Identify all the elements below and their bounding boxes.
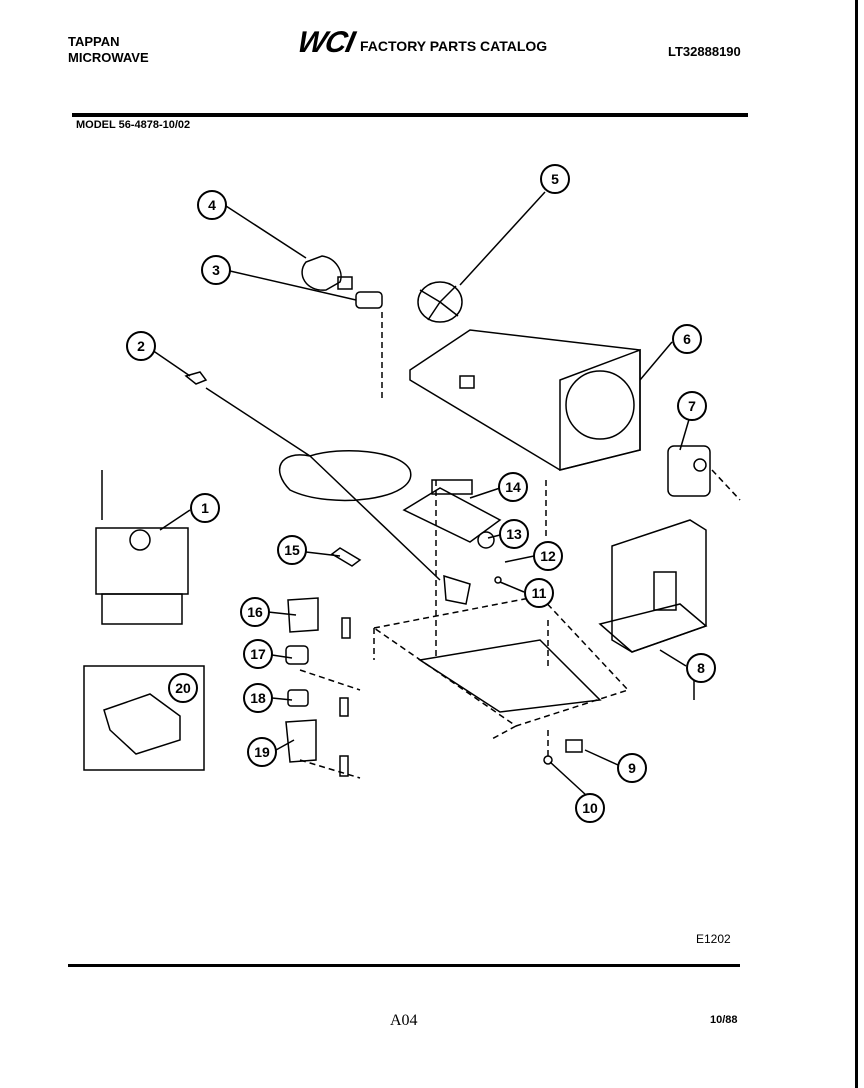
leader-8	[659, 649, 687, 667]
capacitor-part	[402, 487, 502, 543]
light-bulb-part	[301, 255, 342, 291]
callout-15: 15	[277, 535, 307, 565]
callout-6-label: 6	[683, 331, 691, 347]
callout-11-label: 11	[532, 585, 547, 601]
callout-9-label: 9	[628, 760, 636, 776]
leader-9	[584, 749, 619, 766]
leader-6	[639, 341, 673, 381]
callout-9: 9	[617, 753, 647, 783]
fan-blade-part	[417, 281, 463, 323]
magnetron-part	[95, 527, 189, 595]
callout-8: 8	[686, 653, 716, 683]
leader-14	[469, 487, 501, 499]
bulb-base	[337, 276, 353, 290]
brand-line-1: TAPPAN	[68, 34, 120, 49]
callout-14: 14	[498, 472, 528, 502]
leader-10	[549, 761, 587, 796]
callout-1-label: 1	[201, 500, 209, 516]
leader-16	[267, 611, 297, 616]
power-cord-part	[205, 387, 441, 581]
diagram-code: E1202	[696, 932, 731, 946]
callout-5-label: 5	[551, 171, 559, 187]
catalog-title: FACTORY PARTS CATALOG	[360, 38, 548, 54]
model-number: MODEL 56-4878-10/02	[76, 119, 191, 131]
callout-19: 19	[247, 737, 277, 767]
power-cord-plug	[184, 371, 208, 385]
page-code: A04	[390, 1012, 418, 1029]
clip-15-part	[330, 547, 362, 567]
callout-12: 12	[533, 541, 563, 571]
callout-7-label: 7	[688, 398, 696, 414]
leader-18	[271, 697, 293, 701]
callout-3: 3	[201, 255, 231, 285]
leader-5	[459, 191, 546, 286]
callout-4-label: 4	[208, 197, 216, 213]
switch-19-part	[285, 719, 317, 763]
leader-17	[271, 654, 293, 659]
fuse-holder-part	[443, 574, 471, 605]
date-code: 10/88	[710, 1014, 738, 1026]
callout-20: 20	[168, 673, 198, 703]
leader-7	[679, 415, 691, 451]
callout-8-label: 8	[697, 660, 705, 676]
callout-20-label: 20	[175, 680, 191, 696]
leader-2	[151, 349, 191, 377]
switch-18-part	[287, 689, 309, 707]
fan-bracket-part	[409, 329, 641, 471]
leader-11	[499, 581, 525, 593]
screw-10-part	[543, 755, 553, 765]
leader-19	[275, 739, 295, 751]
control-module-part	[103, 693, 181, 755]
transformer-part	[611, 519, 707, 653]
lamp-socket-part	[355, 291, 383, 309]
callout-19-label: 19	[254, 744, 270, 760]
leader-1	[159, 509, 191, 531]
callout-2-label: 2	[137, 338, 145, 354]
page-frame-right-border	[855, 0, 858, 1088]
callout-3-label: 3	[212, 262, 220, 278]
callout-17-label: 17	[250, 646, 266, 662]
callout-18: 18	[243, 683, 273, 713]
part-number: LT32888190	[668, 44, 741, 59]
callout-15-label: 15	[284, 542, 300, 558]
brand-line-2: MICROWAVE	[68, 50, 149, 65]
leader-12	[504, 555, 535, 563]
fan-motor-part	[667, 445, 711, 497]
callout-16: 16	[240, 597, 270, 627]
switch-16-part	[287, 597, 319, 633]
header-rule	[72, 113, 748, 117]
callout-4: 4	[197, 190, 227, 220]
callout-17: 17	[243, 639, 273, 669]
footer-rule	[68, 964, 740, 967]
callout-6: 6	[672, 324, 702, 354]
callout-18-label: 18	[250, 690, 266, 706]
leader-3	[229, 270, 357, 301]
callout-10: 10	[575, 793, 605, 823]
callout-13: 13	[499, 519, 529, 549]
base-plate-outline	[372, 595, 630, 727]
brand-name: TAPPAN MICROWAVE	[68, 34, 208, 66]
thermal-cutout-part	[285, 645, 309, 665]
part-20-box	[83, 665, 205, 771]
callout-11: 11	[524, 578, 554, 608]
callout-14-label: 14	[505, 479, 521, 495]
callout-7: 7	[677, 391, 707, 421]
callout-5: 5	[540, 164, 570, 194]
callout-13-label: 13	[506, 526, 522, 542]
callout-2: 2	[126, 331, 156, 361]
callout-12-label: 12	[540, 548, 556, 564]
callout-1: 1	[190, 493, 220, 523]
leader-4	[225, 205, 307, 259]
callout-10-label: 10	[582, 800, 598, 816]
callout-16-label: 16	[247, 604, 263, 620]
connector-9-part	[565, 739, 583, 753]
